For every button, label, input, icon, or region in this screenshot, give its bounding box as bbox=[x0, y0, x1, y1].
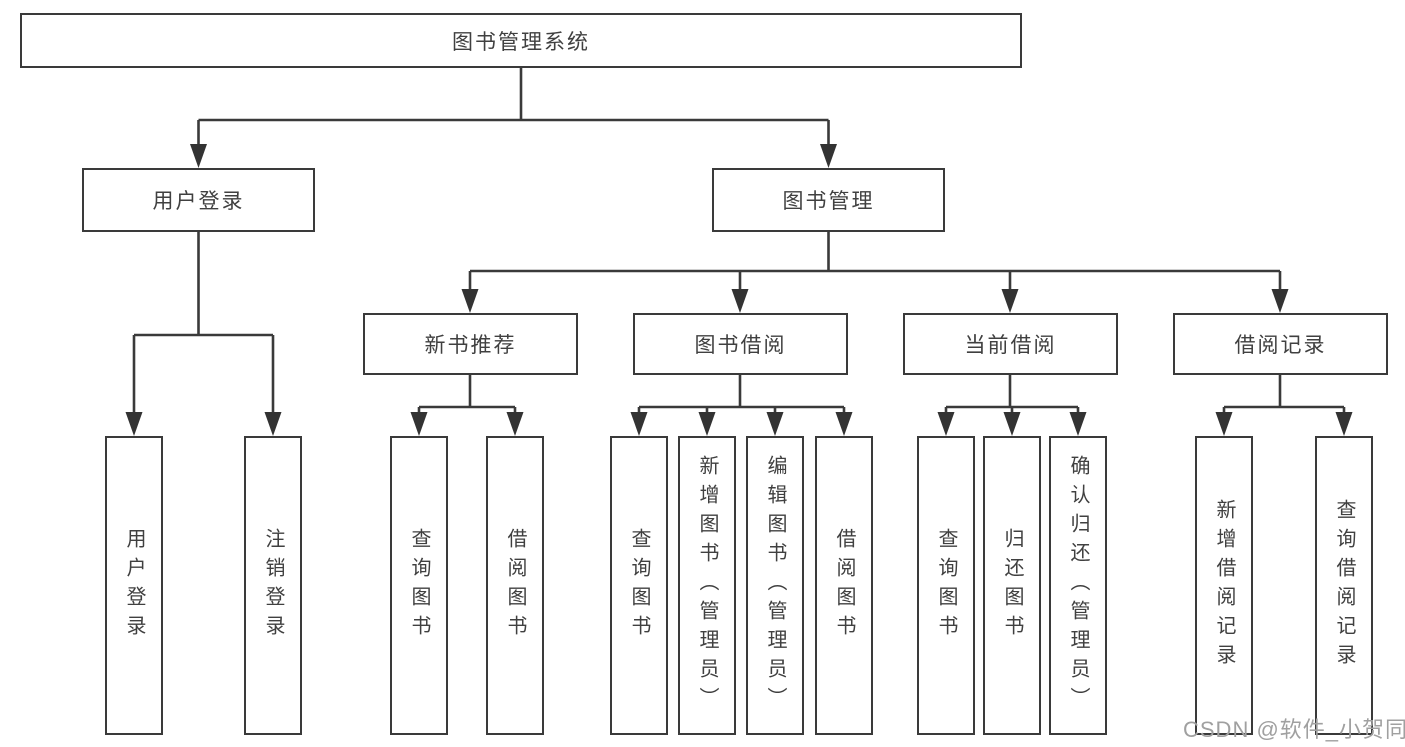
node-library-management-system: 图书管理系统 bbox=[20, 13, 1022, 68]
node-book-borrowing: 图书借阅 bbox=[633, 313, 848, 375]
arrow-down-icon bbox=[461, 289, 479, 313]
arrow-down-icon bbox=[766, 412, 784, 436]
arrow-down-icon bbox=[125, 412, 143, 436]
node-book-management: 图书管理 bbox=[712, 168, 945, 232]
arrow-down-icon bbox=[1003, 412, 1021, 436]
arrow-down-icon bbox=[698, 412, 716, 436]
arrow-down-icon bbox=[410, 412, 428, 436]
arrow-down-icon bbox=[820, 144, 837, 168]
leaf-query-borrow-record: 查询借阅记录 bbox=[1315, 436, 1373, 735]
arrow-down-icon bbox=[937, 412, 955, 436]
csdn-watermark: CSDN @软件_小贺同学 bbox=[1183, 717, 1405, 742]
leaf-query-books-recommend: 查询图书 bbox=[390, 436, 448, 735]
arrow-down-icon bbox=[506, 412, 524, 436]
leaf-add-borrow-record: 新增借阅记录 bbox=[1195, 436, 1253, 735]
arrow-down-icon bbox=[190, 144, 207, 168]
arrow-down-icon bbox=[264, 412, 282, 436]
leaf-logout: 注销登录 bbox=[244, 436, 302, 735]
arrow-down-icon bbox=[1215, 412, 1233, 436]
node-user-login: 用户登录 bbox=[82, 168, 315, 232]
node-new-book-recommendation: 新书推荐 bbox=[363, 313, 578, 375]
arrow-down-icon bbox=[1271, 289, 1289, 313]
arrow-down-icon bbox=[630, 412, 648, 436]
leaf-borrow-books-recommend: 借阅图书 bbox=[486, 436, 544, 735]
arrow-down-icon bbox=[731, 289, 749, 313]
leaf-confirm-return-admin: 确认归还（管理员） bbox=[1049, 436, 1107, 735]
arrow-down-icon bbox=[835, 412, 853, 436]
arrow-down-icon bbox=[1335, 412, 1353, 436]
leaf-query-books-current: 查询图书 bbox=[917, 436, 975, 735]
node-current-borrowing: 当前借阅 bbox=[903, 313, 1118, 375]
leaf-user-login: 用户登录 bbox=[105, 436, 163, 735]
leaf-edit-book-admin: 编辑图书（管理员） bbox=[746, 436, 804, 735]
leaf-add-book-admin: 新增图书（管理员） bbox=[678, 436, 736, 735]
arrow-down-icon bbox=[1001, 289, 1019, 313]
arrow-down-icon bbox=[1069, 412, 1087, 436]
node-borrowing-records: 借阅记录 bbox=[1173, 313, 1388, 375]
leaf-borrow-books: 借阅图书 bbox=[815, 436, 873, 735]
leaf-return-books: 归还图书 bbox=[983, 436, 1041, 735]
leaf-query-books-borrow: 查询图书 bbox=[610, 436, 668, 735]
